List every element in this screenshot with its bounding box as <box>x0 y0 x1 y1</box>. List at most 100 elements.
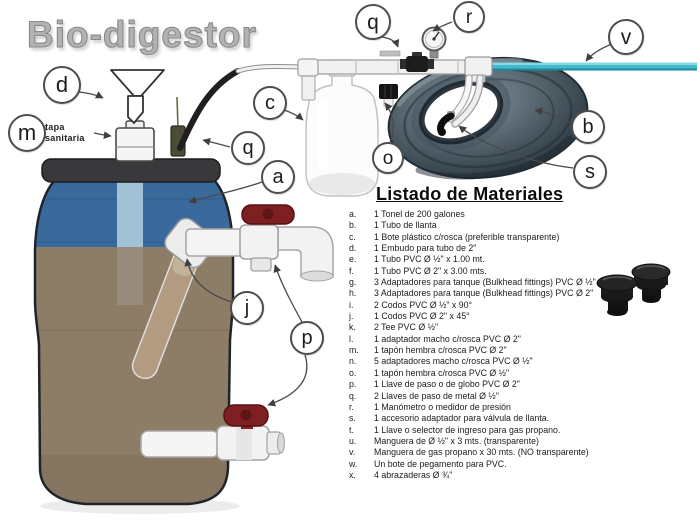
gas-bottle <box>305 59 379 197</box>
down-elbow <box>277 226 334 278</box>
materials-item-text: 1 Tubo PVC Ø 2" x 3.00 mts. <box>374 265 487 276</box>
tapa-sanitaria-label: tapa sanitaria <box>45 122 85 144</box>
materials-item-text: 4 abrazaderas Ø ¾" <box>374 469 453 480</box>
top-ball-valve <box>239 204 295 272</box>
materials-item-text: 1 adaptador macho c/rosca PVC Ø 2" <box>374 333 521 344</box>
pressure-gauge <box>421 26 447 59</box>
callout-arrows <box>78 21 613 407</box>
materials-item: p. 1 Llave de paso o de globo PVC Ø 2" <box>349 379 596 390</box>
bottom-ball-valve <box>223 404 269 429</box>
tapa-line-2: sanitaria <box>45 133 85 143</box>
metal-shutoff-valve <box>170 68 241 157</box>
materials-item-text: 1 Llave de paso o de globo PVC Ø 2" <box>374 379 520 390</box>
materials-item-key: s. <box>349 413 356 424</box>
materials-item-key: j. <box>349 311 354 322</box>
page-title: Bio-digestor <box>26 13 257 55</box>
materials-item-text: 3 Adaptadores para tanque (Bulkhead fitt… <box>374 277 596 288</box>
materials-item: h. 3 Adaptadores para tanque (Bulkhead fi… <box>349 288 596 299</box>
gas-outlet-tube <box>235 64 303 74</box>
bulkhead-fitting <box>596 274 638 316</box>
materials-item: d. 1 Embudo para tubo de 2" <box>349 243 596 254</box>
pipe-nipple <box>379 50 401 57</box>
bulkhead-fittings-photo <box>596 263 671 316</box>
materials-item-text: Manguera de gas propano x 30 mts. (NO tr… <box>374 447 589 458</box>
pvc-cap <box>379 84 398 107</box>
materials-item-key: v. <box>349 447 356 458</box>
materials-item-key: a. <box>349 209 357 219</box>
materials-item-key: g. <box>349 277 357 288</box>
materials-item-key: e. <box>349 254 357 265</box>
materials-heading: Listado de Materiales <box>376 184 564 204</box>
materials-list: a. 1 Tonel de 200 galones b. 1 Tubo de llan… <box>349 209 596 481</box>
materials-item-key: p. <box>349 379 357 390</box>
materials-item: q. 2 Llaves de paso de metal Ø ½" <box>349 391 596 402</box>
materials-item-text: 1 Codos PVC Ø 2" x 45° <box>374 311 470 322</box>
materials-item-key: r. <box>349 401 354 412</box>
materials-item-text: 1 Embudo para tubo de 2" <box>374 243 477 254</box>
materials-item-text: 1 accesorio adaptador para válvula de ll… <box>374 413 550 424</box>
materials-item-key: d. <box>349 243 357 254</box>
materials-item: t. 1 Llave o selector de ingreso para gas… <box>349 425 596 436</box>
materials-item-key: f. <box>349 265 354 276</box>
materials-item-key: c. <box>349 231 356 242</box>
sanitary-cap <box>115 120 155 162</box>
blue-hose <box>490 62 697 71</box>
materials-item: f. 1 Tubo PVC Ø 2" x 3.00 mts. <box>349 266 596 277</box>
tire-valve <box>437 111 455 136</box>
materials-item-key: h. <box>349 288 357 299</box>
materials-item-text: 1 Tonel de 200 galones <box>374 209 465 219</box>
barrel-lid <box>41 158 221 183</box>
materials-item-text: 2 Tee PVC Ø ½" <box>374 322 439 333</box>
materials-item: g. 3 Adaptadores para tanque (Bulkhead fi… <box>349 277 596 288</box>
materials-item-key: i. <box>349 299 354 310</box>
tapa-line-1: tapa <box>45 122 65 132</box>
materials-item: w. Un bote de pegamento para PVC. <box>349 459 596 470</box>
materials-item-text: Manguera de Ø ½" x 3 mts. (transparente) <box>374 435 539 446</box>
gas-selector-valve <box>400 52 434 72</box>
materials-item-key: u. <box>349 435 357 446</box>
materials-item-key: w. <box>349 458 358 469</box>
materials-item: u. Manguera de Ø ½" x 3 mts. (transparent… <box>349 436 596 447</box>
materials-item-text: 5 adaptadores macho c/rosca PVC Ø ½" <box>374 356 533 367</box>
materials-item: m. 1 tapón hembra c/rosca PVC Ø 2" <box>349 345 596 356</box>
materials-item: l. 1 adaptador macho c/rosca PVC Ø 2" <box>349 334 596 345</box>
internal-inlet-pipe <box>117 178 143 247</box>
materials-item: e. 1 Tubo PVC Ø ½" x 1.00 mt. <box>349 254 596 265</box>
materials-item-text: Un bote de pegamento para PVC. <box>374 458 507 469</box>
materials-item: j. 1 Codos PVC Ø 2" x 45° <box>349 311 596 322</box>
materials-item-text: 1 Tubo de llanta <box>374 220 437 231</box>
materials-item-key: t. <box>349 424 354 435</box>
materials-item-text: 1 tapón hembra c/rosca PVC Ø ½" <box>374 367 510 378</box>
materials-item-text: 1 Llave o selector de ingreso para gas p… <box>374 424 561 435</box>
funnel <box>110 69 165 124</box>
materials-item-key: m. <box>349 345 359 356</box>
materials-item-text: 1 Bote plástico c/rosca (preferible tran… <box>374 231 560 242</box>
materials-item: r. 1 Manómetro o medidor de presión <box>349 402 596 413</box>
materials-item: o. 1 tapón hembra c/rosca PVC Ø ½" <box>349 368 596 379</box>
materials-item: c. 1 Bote plástico c/rosca (preferible tr… <box>349 232 596 243</box>
materials-item-key: l. <box>349 333 354 344</box>
materials-item-text: 1 Tubo PVC Ø ½" x 1.00 mt. <box>374 254 485 265</box>
materials-item: b. 1 Tubo de llanta <box>349 220 596 231</box>
materials-item-key: q. <box>349 390 357 401</box>
materials-item: a. 1 Tonel de 200 galones <box>349 209 596 220</box>
materials-item-text: 1 tapón hembra c/rosca PVC Ø 2" <box>374 345 507 356</box>
materials-item-text: 3 Adaptadores para tanque (Bulkhead fitt… <box>374 288 594 299</box>
materials-item-key: o. <box>349 367 357 378</box>
materials-item-key: k. <box>349 322 356 333</box>
materials-item-text: 1 Manómetro o medidor de presión <box>374 401 511 412</box>
materials-item-key: b. <box>349 220 357 231</box>
bottom-outlet-assembly <box>140 404 285 461</box>
materials-item: k. 2 Tee PVC Ø ½" <box>349 322 596 333</box>
materials-item: x. 4 abrazaderas Ø ¾" <box>349 470 596 481</box>
materials-item: n.5 adaptadores macho c/rosca PVC Ø ½" <box>349 356 596 367</box>
materials-item-key: x. <box>349 469 356 480</box>
pvc-pipe-run <box>297 50 491 101</box>
bulkhead-fitting <box>631 263 671 303</box>
materials-item: i.2 Codos PVC Ø ½" x 90° <box>349 300 596 311</box>
materials-item: v. Manguera de gas propano x 30 mts. (NO … <box>349 447 596 458</box>
materials-item-text: 2 Llaves de paso de metal Ø ½" <box>374 390 499 401</box>
materials-item: s. 1 accesorio adaptador para válvula de … <box>349 413 596 424</box>
